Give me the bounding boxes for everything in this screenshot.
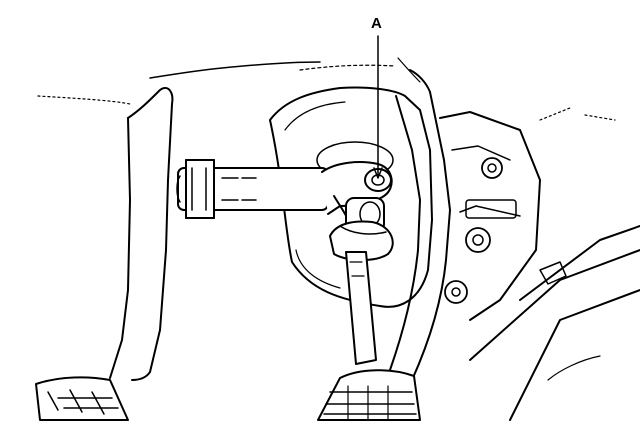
dash-panel-outline: [37, 57, 616, 121]
bolt-upper-icon: [481, 157, 503, 179]
callout-a-label: A: [371, 15, 382, 32]
pedal-bracket-right: [439, 111, 541, 321]
steering-shaft: [176, 159, 329, 219]
intermediate-shaft: [345, 251, 377, 365]
accelerator-pedal: [469, 225, 640, 421]
brake-pedal-arm: [389, 69, 451, 381]
left-pedal-arm: [109, 86, 174, 381]
callout-a-arrowhead: [373, 167, 383, 179]
brake-pedal-pad: [317, 369, 421, 421]
universal-joint: [321, 161, 394, 261]
left-pedal-pad: [35, 376, 129, 421]
bolt-lower-icon: [444, 280, 468, 304]
bolt-middle-icon: [465, 227, 491, 253]
